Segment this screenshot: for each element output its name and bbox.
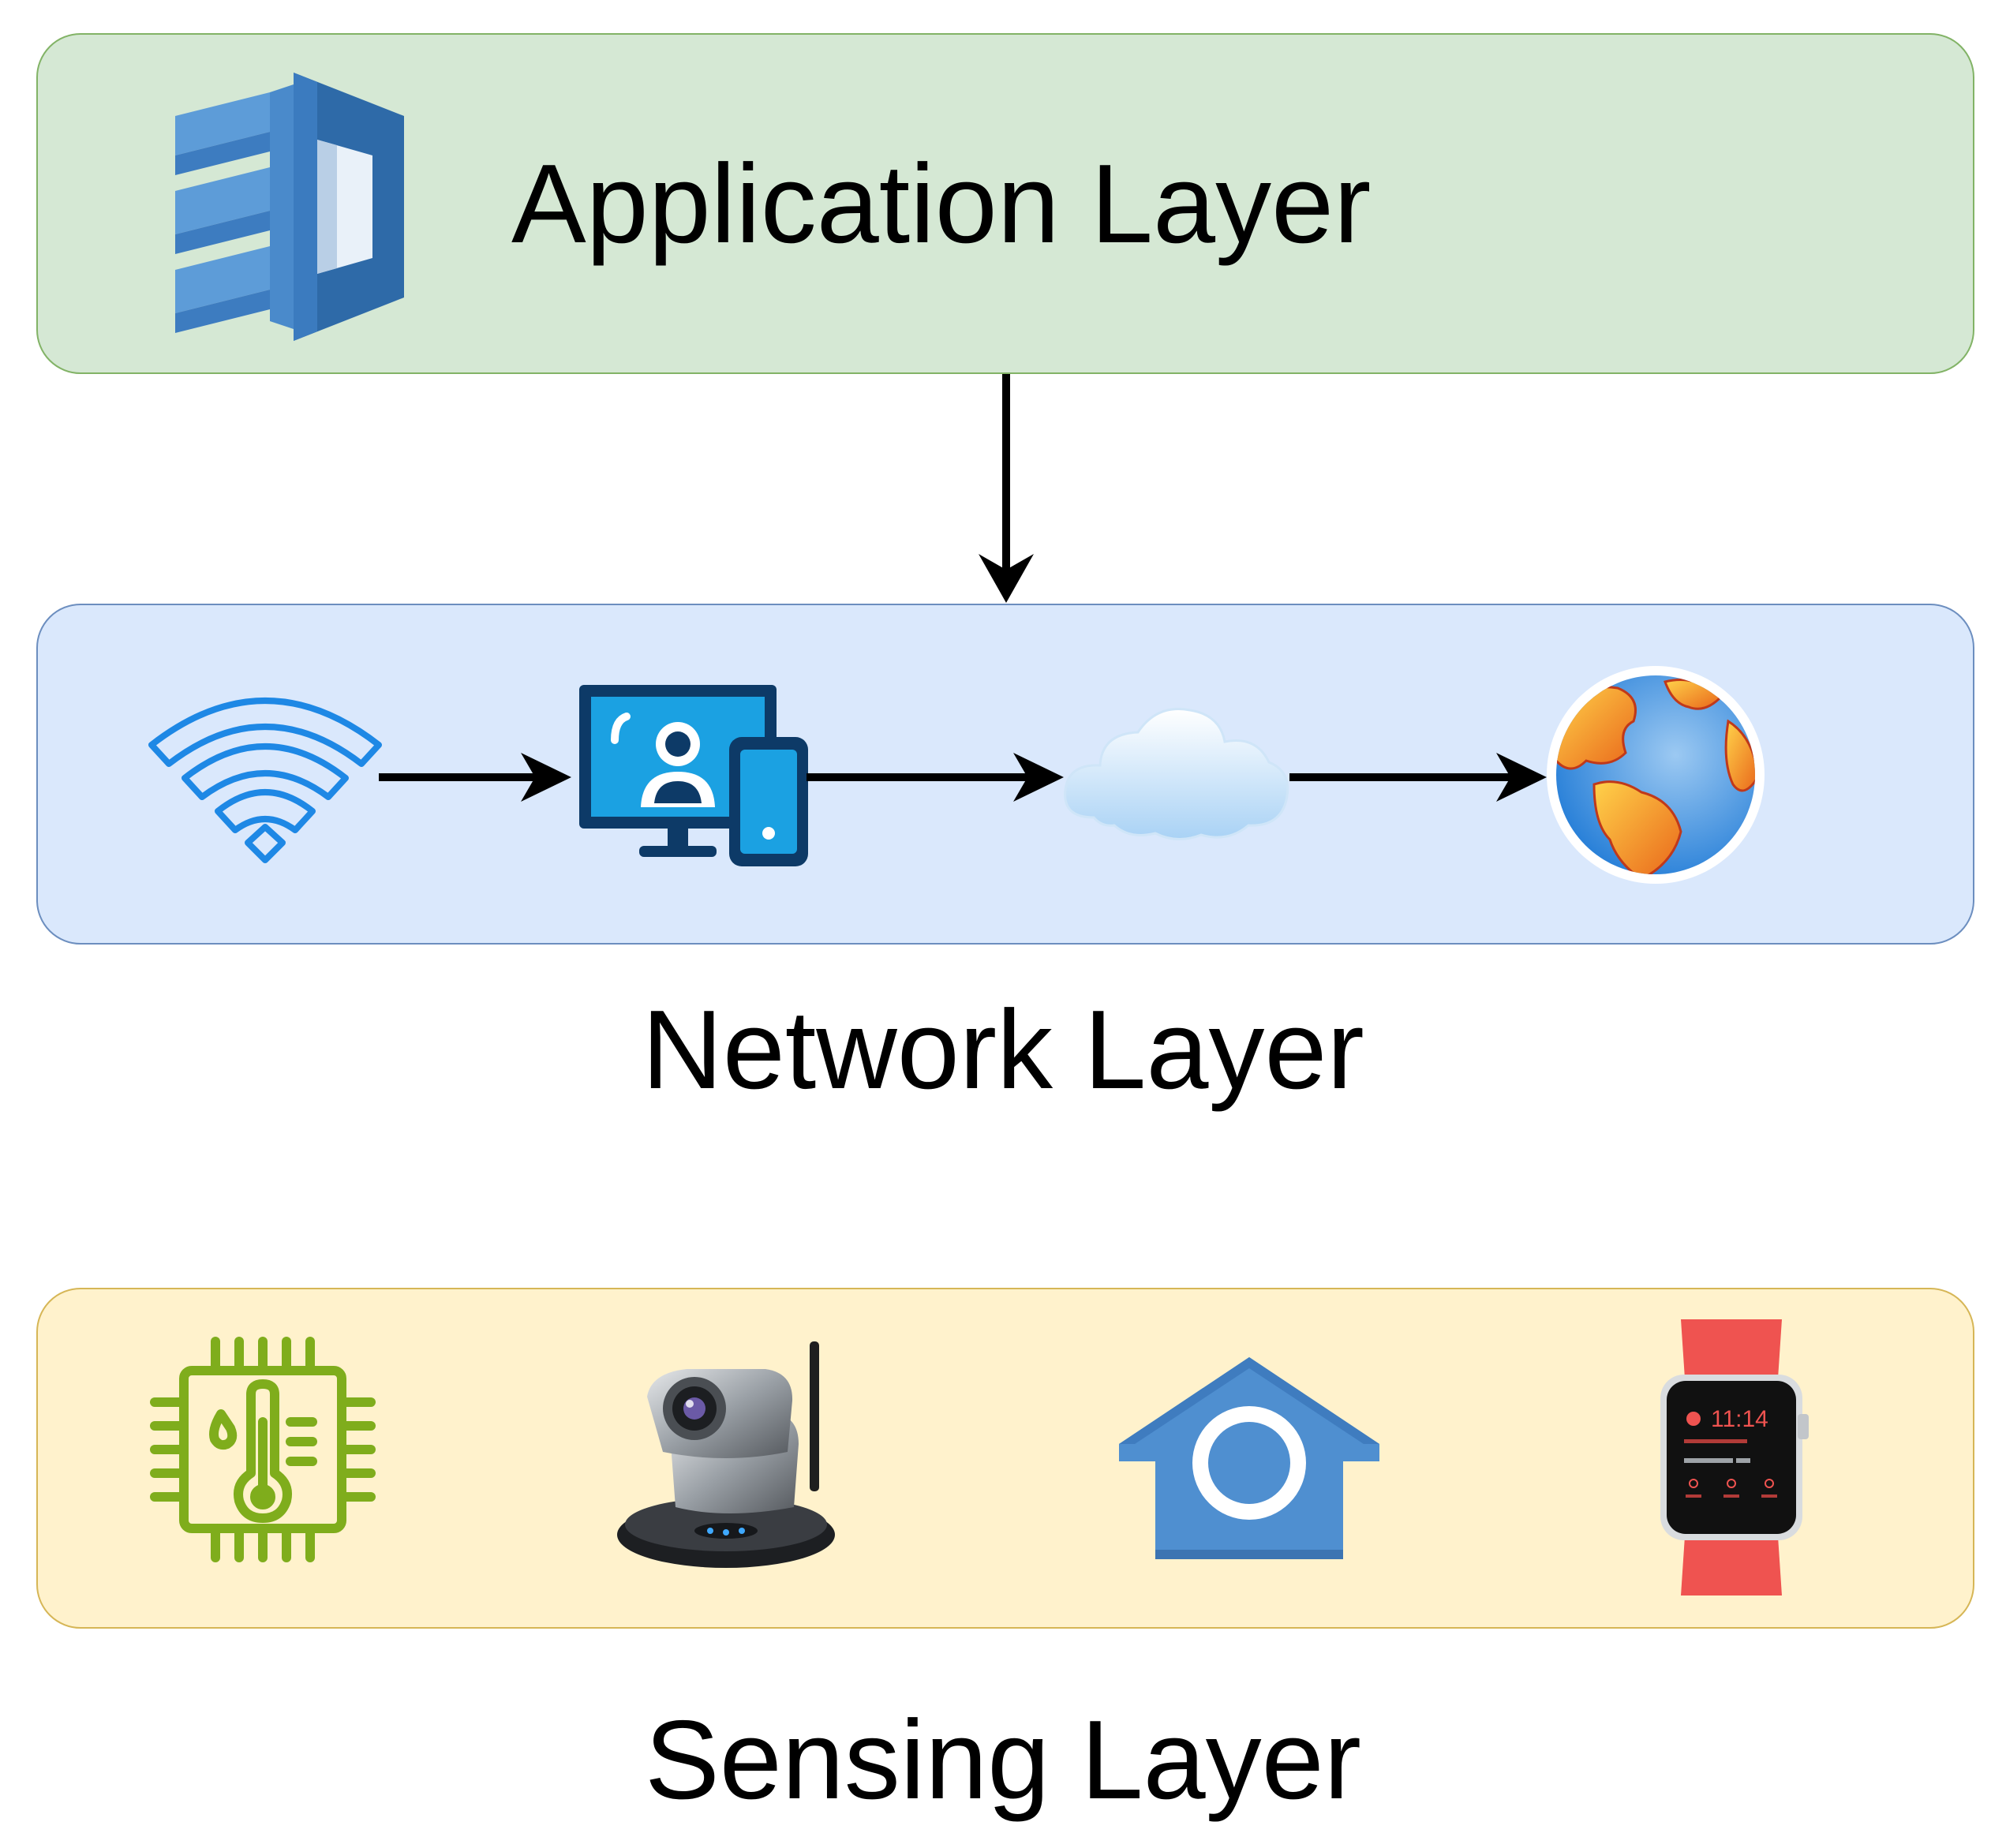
watch-time: 11:14 [1711, 1406, 1768, 1432]
arrow-wifi-to-devices [379, 750, 576, 805]
smart-home-icon [1119, 1357, 1379, 1559]
smartwatch-icon: 11:14 [1652, 1319, 1810, 1595]
wifi-icon [147, 688, 384, 866]
sensing-layer-box [36, 1288, 1974, 1629]
temperature-sensor-chip-icon [148, 1335, 377, 1564]
network-layer-title: Network Layer [642, 987, 1364, 1113]
globe-icon [1547, 666, 1765, 884]
arrow-cloud-to-globe [1289, 750, 1550, 805]
aws-app-cube-icon [175, 73, 404, 341]
cloud-icon [1062, 699, 1291, 843]
application-layer-title: Application Layer [511, 141, 1372, 267]
sensing-layer-title: Sensing Layer [645, 1697, 1361, 1823]
arrow-devices-to-cloud [807, 750, 1067, 805]
devices-icon [579, 685, 808, 866]
ip-camera-icon [616, 1341, 836, 1570]
arrow-app-to-network [971, 374, 1042, 611]
